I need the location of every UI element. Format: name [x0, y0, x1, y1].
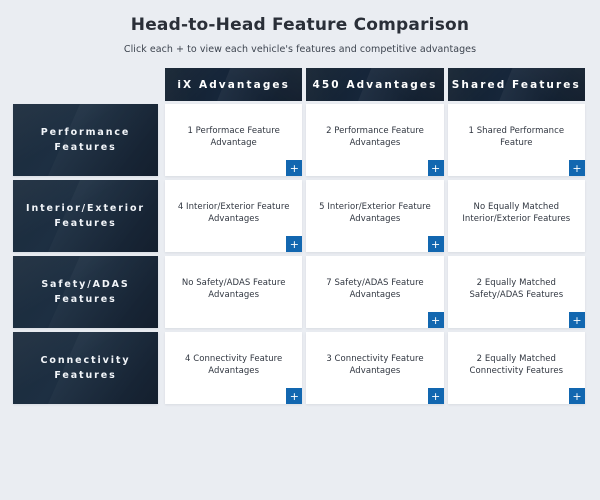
cell-safety-adas-ix: No Safety/ADAS Feature Advantages	[165, 256, 303, 328]
feature-comparison-table: iX Advantages 450 Advantages Shared Feat…	[13, 68, 585, 408]
column-header-450-advantages[interactable]: 450 Advantages	[306, 68, 444, 101]
cell-text: 4 Connectivity Feature Advantages	[185, 354, 283, 376]
page-title: Head-to-Head Feature Comparison	[130, 15, 470, 35]
column-header-label: 450 Advantages	[312, 78, 438, 91]
cell-text: 2 Performance Feature Advantages	[326, 126, 424, 148]
column-header-ix-advantages[interactable]: iX Advantages	[165, 68, 303, 101]
expand-plus-icon[interactable]: +	[427, 160, 444, 176]
table-header-row: iX Advantages 450 Advantages Shared Feat…	[13, 68, 585, 101]
cell-performance-450[interactable]: 2 Performance Feature Advantages +	[306, 104, 444, 176]
expand-plus-icon[interactable]: +	[286, 160, 303, 176]
title-area: Head-to-Head Feature Comparison Click ea…	[0, 0, 600, 56]
table-row: Connectivity Features 4 Connectivity Fea…	[13, 332, 585, 404]
table-row: Performance Features 1 Performace Featur…	[13, 104, 585, 176]
cell-text: 4 Interior/Exterior Feature Advantages	[177, 202, 290, 224]
expand-plus-icon[interactable]: +	[286, 236, 303, 252]
cell-text: 1 Performace Feature Advantage	[187, 126, 280, 148]
expand-plus-icon[interactable]: +	[427, 236, 444, 252]
cell-text: No Safety/ADAS Feature Advantages	[181, 278, 286, 300]
cell-text: 7 Safety/ADAS Feature Advantages	[326, 278, 424, 300]
cell-performance-shared[interactable]: 1 Shared Performance Feature +	[447, 104, 585, 176]
expand-plus-icon[interactable]: +	[568, 388, 585, 404]
cell-connectivity-shared[interactable]: 2 Equally Matched Connectivity Features …	[447, 332, 585, 404]
cell-safety-adas-shared[interactable]: 2 Equally Matched Safety/ADAS Features +	[447, 256, 585, 328]
expand-plus-icon[interactable]: +	[568, 160, 585, 176]
row-label-safety-adas-features: Safety/ADAS Features	[13, 256, 158, 328]
cell-connectivity-ix[interactable]: 4 Connectivity Feature Advantages +	[165, 332, 303, 404]
expand-plus-icon[interactable]: +	[427, 388, 444, 404]
cell-interior-exterior-ix[interactable]: 4 Interior/Exterior Feature Advantages +	[165, 180, 303, 252]
cell-connectivity-450[interactable]: 3 Connectivity Feature Advantages +	[306, 332, 444, 404]
column-header-label: iX Advantages	[177, 78, 291, 91]
cell-text: 2 Equally Matched Safety/ADAS Features	[469, 278, 564, 300]
table-row: Interior/Exterior Features 4 Interior/Ex…	[13, 180, 585, 252]
row-label-text: Safety/ADAS Features	[41, 279, 130, 305]
expand-plus-icon[interactable]: +	[427, 312, 444, 328]
row-label-text: Connectivity Features	[40, 355, 131, 381]
header-corner-spacer	[13, 68, 158, 101]
row-label-performance-features: Performance Features	[13, 104, 158, 176]
cell-text: 2 Equally Matched Connectivity Features	[469, 354, 564, 376]
row-label-connectivity-features: Connectivity Features	[13, 332, 158, 404]
cell-text: 1 Shared Performance Feature	[468, 126, 565, 148]
cell-interior-exterior-shared: No Equally Matched Interior/Exterior Fea…	[447, 180, 585, 252]
cell-text: 3 Connectivity Feature Advantages	[326, 354, 424, 376]
cell-safety-adas-450[interactable]: 7 Safety/ADAS Feature Advantages +	[306, 256, 444, 328]
cell-performance-ix[interactable]: 1 Performace Feature Advantage +	[165, 104, 303, 176]
expand-plus-icon[interactable]: +	[286, 388, 303, 404]
row-label-interior-exterior-features: Interior/Exterior Features	[13, 180, 158, 252]
cell-interior-exterior-450[interactable]: 5 Interior/Exterior Feature Advantages +	[306, 180, 444, 252]
cell-text: No Equally Matched Interior/Exterior Fea…	[462, 202, 571, 224]
row-label-text: Interior/Exterior Features	[26, 203, 145, 229]
page-subtitle: Click each + to view each vehicle's feat…	[123, 44, 477, 55]
column-header-label: Shared Features	[451, 78, 581, 91]
table-row: Safety/ADAS Features No Safety/ADAS Feat…	[13, 256, 585, 328]
expand-plus-icon[interactable]: +	[568, 312, 585, 328]
cell-text: 5 Interior/Exterior Feature Advantages	[319, 202, 431, 224]
row-label-text: Performance Features	[40, 127, 131, 153]
column-header-shared-features[interactable]: Shared Features	[447, 68, 585, 101]
